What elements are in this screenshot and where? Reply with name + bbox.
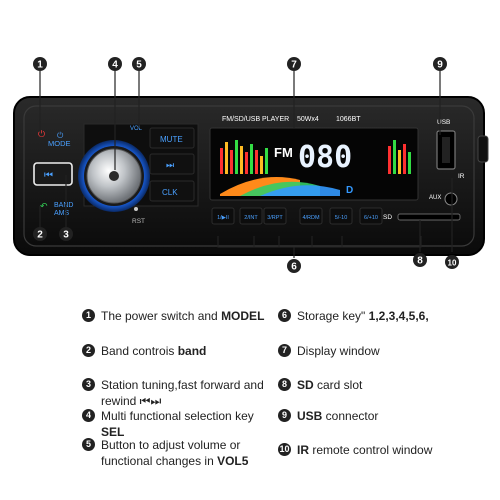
aux-label: AUX: [429, 195, 441, 201]
svg-text:3: 3: [63, 230, 69, 241]
svg-text:1: 1: [37, 60, 43, 71]
callout-9: 9: [433, 57, 447, 71]
usb-slot: [442, 137, 450, 163]
mute-label: MUTE: [160, 135, 183, 144]
preset-label-4: 4/RDM: [302, 215, 320, 221]
frequency-display: 080: [298, 140, 352, 175]
preset-button-2[interactable]: 2/INT: [239, 207, 263, 225]
svg-text:5: 5: [136, 60, 142, 71]
display-window: FM 080 D: [209, 127, 419, 201]
preset-label-2: 2/INT: [244, 215, 258, 221]
sd-card-slot[interactable]: [397, 213, 461, 221]
clk-label: CLK: [162, 188, 178, 197]
power-icon: ⏻: [38, 129, 45, 139]
callout-4: 4: [108, 57, 122, 71]
svg-text:4: 4: [112, 60, 118, 71]
side-tab: [477, 135, 489, 163]
band-label: BAND: [54, 202, 73, 209]
callout-5: 5: [132, 57, 146, 71]
power-rating: 50Wx4: [297, 116, 319, 123]
callout-2: 2: [33, 227, 47, 241]
faceplate-bevel: [23, 105, 475, 247]
callout-1: 1: [33, 57, 47, 71]
preset-button-5[interactable]: 5/-10: [329, 207, 353, 225]
mute-button[interactable]: MUTE: [149, 127, 195, 149]
svg-text:8: 8: [417, 256, 423, 267]
rst-label: RST: [132, 218, 145, 225]
aux-jack[interactable]: [444, 192, 458, 206]
preset-button-6[interactable]: 6/+10: [359, 207, 383, 225]
preset-button-4[interactable]: 4/RDM: [299, 207, 323, 225]
callout-8: 8: [413, 253, 427, 267]
spectrum-right: [388, 140, 411, 174]
usb-label: USB: [437, 119, 450, 126]
callouts: 1 2 3 4 5 6 7 8 9 10: [33, 57, 459, 273]
display-indicator: D: [346, 185, 353, 196]
player-header: FM/SD/USB PLAYER: [222, 116, 289, 123]
preset-button-1[interactable]: 1/▶II: [211, 207, 235, 225]
seek-forward-button[interactable]: ⏭: [149, 153, 195, 175]
preset-buttons: 1/▶II 2/INT 3/RPT 4/RDM 5/-10 6/+10: [211, 207, 383, 225]
callout-10: 10: [445, 255, 459, 269]
rewind-icon: ⏮: [44, 170, 53, 181]
knob-center: [109, 171, 119, 181]
callout-3: 3: [59, 227, 73, 241]
callout-7: 7: [287, 57, 301, 71]
svg-text:2: 2: [37, 230, 43, 241]
svg-text:10: 10: [448, 259, 457, 268]
vol-label: VOL: [130, 126, 143, 132]
svg-text:7: 7: [291, 60, 297, 71]
fast-forward-icon: ⏭: [166, 161, 174, 171]
band-display: FM: [274, 145, 293, 160]
seek-back-button[interactable]: ⏮: [33, 162, 73, 186]
sd-label: SD: [383, 214, 392, 221]
mode-label: MODE: [48, 139, 71, 148]
svg-text:9: 9: [437, 60, 443, 71]
ir-label: IR: [458, 173, 465, 180]
clk-button[interactable]: CLK: [149, 180, 195, 202]
preset-button-3[interactable]: 3/RPT: [263, 207, 287, 225]
head-unit: ⏻ ⏻ MODE ⏮ ↶ BAND AMS VOL MUTE ⏭: [13, 96, 489, 256]
eq-wave-3: [260, 185, 340, 196]
power-symbol-icon: ⏻: [57, 131, 64, 140]
preset-label-3: 3/RPT: [267, 215, 283, 221]
band-ams-button[interactable]: ↶ BAND AMS: [40, 202, 73, 217]
preset-label-5: 5/-10: [335, 215, 348, 221]
spectrum-left: [220, 140, 268, 174]
model-number: 1066BT: [336, 116, 361, 123]
svg-text:6: 6: [291, 262, 297, 273]
ams-label: AMS: [54, 210, 70, 217]
preset-label-6: 6/+10: [364, 215, 378, 221]
reset-hole[interactable]: [134, 207, 138, 211]
preset-label-1: 1/▶II: [217, 215, 229, 221]
callout-6: 6: [287, 259, 301, 273]
leader-lines: [39, 71, 453, 258]
band-phone-icon: ↶: [40, 202, 48, 212]
mode-button[interactable]: ⏻ ⏻ MODE: [38, 129, 71, 148]
